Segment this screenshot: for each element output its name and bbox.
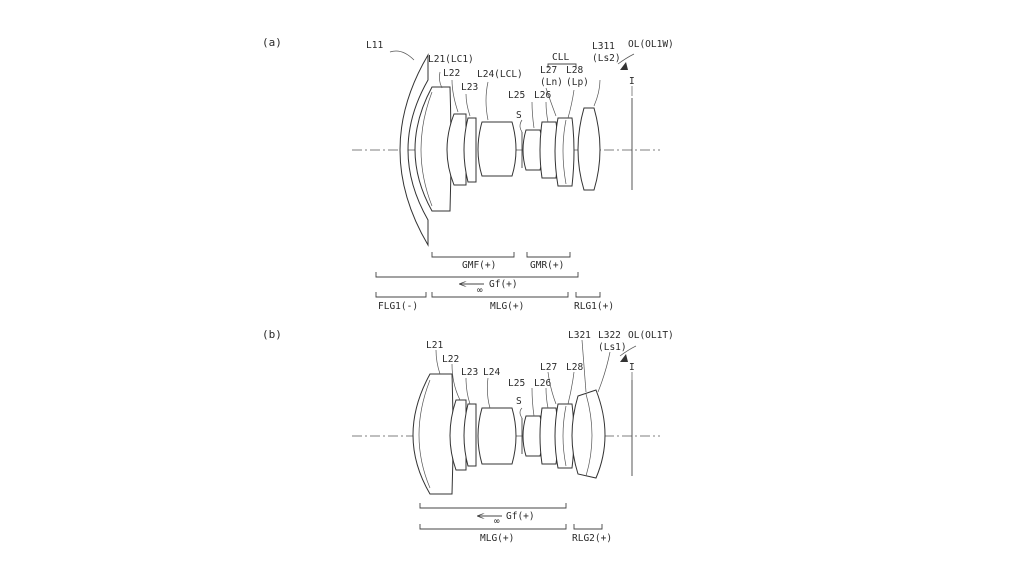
label-L321: L321 [568,330,591,341]
lens-L27-L28 [554,117,575,187]
lens-L22-b [449,399,467,471]
label-L27-sub: (Ln) [540,77,563,88]
label-MLG-b: MLG(+) [480,533,514,544]
lens-L24-b [477,407,517,465]
bracket-MLG-b [419,524,567,530]
bracket-GMR [526,252,571,258]
label-Gf-b: Gf(+) [506,511,535,522]
panel-a-tag: (a) [262,36,282,49]
label-OL-b: OL(OL1T) [628,330,674,341]
lens-L24 [477,121,517,177]
label-GMF: GMF(+) [462,260,496,271]
label-S-a: S [516,110,522,121]
bracket-Gf-a [375,272,579,278]
bracket-Gf-b [419,503,567,509]
label-L27-b: L27 [540,362,557,373]
label-L26-b: L26 [534,378,551,389]
label-L21-b: L21 [426,340,443,351]
label-I-a: I [629,76,635,87]
lens-L21 [414,86,452,212]
label-L22: L22 [443,68,460,79]
lens-L23-b [463,403,477,467]
bracket-GMF [431,252,515,258]
label-MLG-a: MLG(+) [490,301,524,312]
label-L23: L23 [461,82,478,93]
lens-L311 [577,107,601,191]
label-L25-b: L25 [508,378,525,389]
label-L311-sub: (Ls2) [592,53,621,64]
label-L23-b: L23 [461,367,478,378]
bracket-FLG1 [375,292,427,298]
panel-b-tag: (b) [262,328,282,341]
label-L322: L322 [598,330,621,341]
lens-L22 [446,113,467,186]
label-L28: L28 [566,65,583,76]
lens-L321-L322 [571,389,606,479]
bracket-RLG1 [575,292,601,298]
panel-a: (a) [262,36,674,312]
label-L24: L24(LCL) [477,69,523,80]
bracket-RLG2 [573,524,603,530]
label-L28-b: L28 [566,362,583,373]
label-RLG1: RLG1(+) [574,301,614,312]
label-inf-b: ∞ [494,516,500,527]
label-OL-a: OL(OL1W) [628,39,674,50]
label-L27: L27 [540,65,557,76]
label-GMR: GMR(+) [530,260,564,271]
label-L24-b: L24 [483,367,500,378]
label-L22-b: L22 [442,354,459,365]
panel-b: (b) [262,328,674,544]
label-CLL: CLL [552,52,569,63]
label-FLG1: FLG1(-) [378,301,418,312]
label-S-b: S [516,396,522,407]
bracket-MLG-a [431,292,569,298]
label-L311: L311 [592,41,615,52]
label-RLG2: RLG2(+) [572,533,612,544]
lens-L23 [463,117,477,183]
label-L322-sub: (Ls1) [598,342,627,353]
label-I-b: I [629,362,635,373]
label-L21: L21(LC1) [428,54,474,65]
lens-L21-b [412,373,454,495]
label-inf-a: ∞ [477,285,483,296]
label-L25: L25 [508,90,525,101]
label-Gf-a: Gf(+) [489,279,518,290]
lens-L11 [399,53,429,247]
label-L11: L11 [366,40,383,51]
label-L26: L26 [534,90,551,101]
label-L28-sub: (Lp) [566,77,589,88]
